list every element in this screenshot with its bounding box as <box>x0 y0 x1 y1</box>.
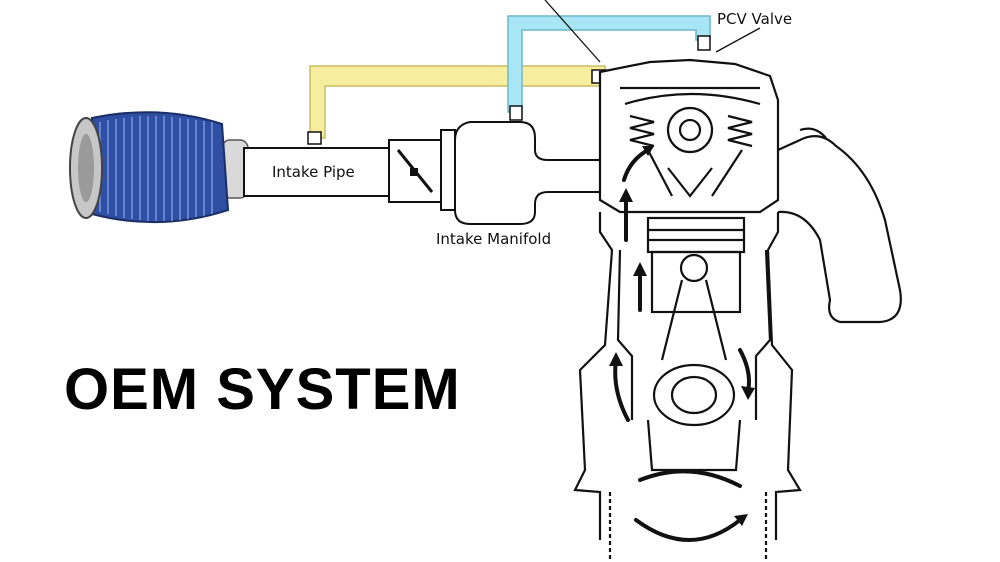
hose-pointer-line <box>544 0 601 63</box>
intake-manifold-label: Intake Manifold <box>436 230 552 248</box>
intake-pipe <box>243 147 390 197</box>
pcv-hose <box>507 15 711 121</box>
throttle-body-icon <box>388 129 456 211</box>
airflow-arrow-icon <box>613 148 751 542</box>
intake-manifold <box>454 121 601 225</box>
air-filter-icon <box>69 111 249 224</box>
pcv-pointer-line <box>715 27 761 53</box>
pcv-valve-label: PCV Valve <box>717 10 793 28</box>
diagram-title: OEM SYSTEM <box>64 357 461 422</box>
airflow-arrowheads <box>609 146 755 526</box>
intake-pipe-label: Intake Pipe <box>272 163 355 181</box>
engine-cutaway-icon <box>573 58 902 560</box>
